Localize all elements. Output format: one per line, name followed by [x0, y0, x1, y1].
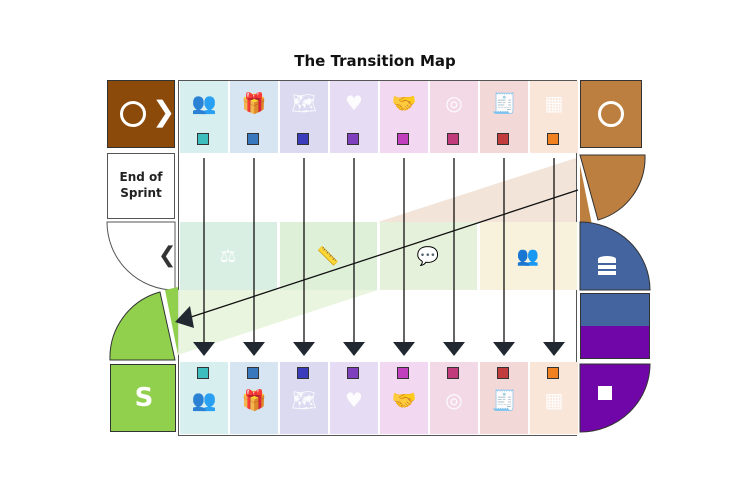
color-marker	[497, 367, 509, 379]
color-marker	[297, 367, 309, 379]
target-icon	[598, 101, 624, 127]
loop-tile[interactable]: S	[110, 364, 176, 432]
users-icon: 👥	[191, 91, 217, 115]
goal-tile[interactable]	[580, 80, 642, 148]
flow-arrow-head	[443, 342, 465, 356]
map-icon: 🗺	[291, 388, 317, 412]
coins-icon: ◎	[445, 388, 463, 412]
flow-arrow-head	[493, 342, 515, 356]
flow-arrow-head	[393, 342, 415, 356]
color-marker	[197, 133, 209, 145]
return-arrow-head	[175, 306, 194, 328]
color-marker	[547, 367, 559, 379]
column-top-revenue[interactable]: 🧾	[480, 81, 528, 153]
start-tile[interactable]: ❯	[107, 80, 175, 148]
color-marker	[247, 367, 259, 379]
end-of-sprint-label: End of Sprint	[107, 153, 175, 219]
users-icon: 👥	[191, 388, 217, 412]
column-bot-customer[interactable]: 👥	[180, 362, 228, 434]
chip-icon	[598, 386, 612, 400]
color-marker	[397, 367, 409, 379]
data-purple-band	[580, 293, 650, 359]
column-bot-revenue[interactable]: 🧾	[480, 362, 528, 434]
column-bot-partners[interactable]: 🤝	[380, 362, 428, 434]
receipt-icon: 🧾	[491, 388, 517, 412]
heart-icon: ♥	[345, 91, 363, 115]
radar-icon	[120, 101, 146, 127]
database-icon	[598, 256, 616, 275]
color-marker	[247, 133, 259, 145]
color-marker	[547, 133, 559, 145]
column-top-experience[interactable]: ♥	[330, 81, 378, 153]
gift-icon: 🎁	[241, 91, 267, 115]
diagonal-band-bottom	[178, 290, 378, 355]
flow-arrow-head	[293, 342, 315, 356]
gift-icon: 🎁	[241, 388, 267, 412]
column-bot-costs[interactable]: ◎	[430, 362, 478, 434]
color-marker	[197, 367, 209, 379]
return-arrow-line	[187, 189, 579, 319]
column-top-sales[interactable]: ▦	[530, 81, 578, 153]
heart-icon: ♥	[345, 388, 363, 412]
column-bot-sales[interactable]: ▦	[530, 362, 578, 434]
column-top-partners[interactable]: 🤝	[380, 81, 428, 153]
color-marker	[447, 133, 459, 145]
flow-arrow-head	[193, 342, 215, 356]
middle-tile-team[interactable]: 👥	[480, 222, 577, 290]
column-bot-experience[interactable]: ♥	[330, 362, 378, 434]
middle-tile-feedback[interactable]: 💬	[380, 222, 477, 290]
flow-arrow-head	[243, 342, 265, 356]
flow-arrow-head	[343, 342, 365, 356]
middle-tile-governance[interactable]: ⚖	[180, 222, 277, 290]
column-top-journey[interactable]: 🗺	[280, 81, 328, 153]
color-marker	[397, 133, 409, 145]
tech-arc	[579, 363, 651, 433]
goal-arc	[579, 154, 646, 221]
diagonal-band-top	[378, 158, 576, 222]
column-bot-journey[interactable]: 🗺	[280, 362, 328, 434]
color-marker	[447, 367, 459, 379]
color-marker	[347, 367, 359, 379]
cash-register-icon: ▦	[544, 91, 564, 115]
gavel-icon: ⚖	[219, 245, 237, 267]
middle-tile-measure[interactable]: 📏	[280, 222, 377, 290]
column-top-customer[interactable]: 👥	[180, 81, 228, 153]
color-marker	[497, 133, 509, 145]
column-top-costs[interactable]: ◎	[430, 81, 478, 153]
chevron-left-icon: ❮	[158, 243, 176, 268]
ruler-icon: 📏	[316, 245, 340, 267]
sync-icon: S	[134, 383, 154, 413]
green-arc	[109, 291, 176, 361]
color-marker	[347, 133, 359, 145]
column-top-offer[interactable]: 🎁	[230, 81, 278, 153]
handshake-icon: 🤝	[391, 91, 417, 115]
coins-icon: ◎	[445, 91, 463, 115]
column-bot-offer[interactable]: 🎁	[230, 362, 278, 434]
map-icon: 🗺	[291, 91, 317, 115]
flow-arrow-head	[543, 342, 565, 356]
page-title: The Transition Map	[294, 52, 456, 70]
handshake-icon: 🤝	[391, 388, 417, 412]
cash-register-icon: ▦	[544, 388, 564, 412]
map-frame	[178, 80, 577, 436]
team-icon: 👥	[516, 245, 540, 267]
chevron-right-icon: ❯	[152, 95, 176, 128]
speech-bubble-icon: 💬	[416, 245, 440, 267]
receipt-icon: 🧾	[491, 91, 517, 115]
color-marker	[297, 133, 309, 145]
data-arc	[579, 221, 651, 291]
